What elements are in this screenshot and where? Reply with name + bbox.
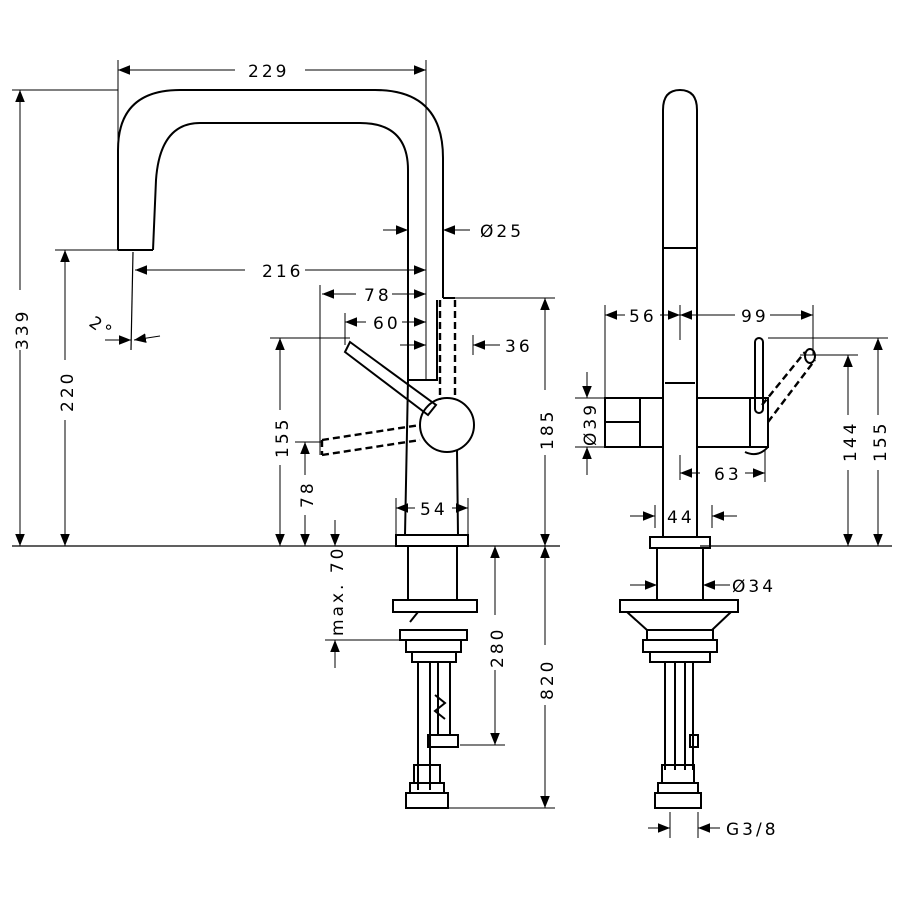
dim-diameter-34: Ø34 bbox=[732, 577, 776, 597]
dim-36: 36 bbox=[505, 337, 533, 357]
dim-63: 63 bbox=[714, 465, 742, 485]
dim-99: 99 bbox=[741, 307, 769, 327]
dim-diameter-25: Ø25 bbox=[480, 222, 524, 242]
dim-60: 60 bbox=[373, 314, 401, 334]
dim-56: 56 bbox=[629, 307, 657, 327]
dim-155-lever: 155 bbox=[273, 417, 293, 458]
dim-78-lever-low: 78 bbox=[298, 480, 318, 508]
front-view-faucet bbox=[604, 88, 816, 809]
dim-820: 820 bbox=[538, 659, 558, 700]
dim-144: 144 bbox=[841, 421, 861, 462]
dim-220: 220 bbox=[58, 371, 78, 412]
dim-44: 44 bbox=[667, 508, 695, 528]
dim-155-front: 155 bbox=[871, 421, 891, 462]
dim-54: 54 bbox=[420, 500, 448, 520]
side-view-faucet bbox=[117, 89, 478, 809]
dim-78-lever-reach: 78 bbox=[364, 286, 392, 306]
dim-280: 280 bbox=[488, 627, 508, 668]
dim-229: 229 bbox=[248, 62, 289, 82]
front-view-dimensions: 56 99 Ø39 63 144 155 44 Ø34 G3/8 bbox=[575, 305, 891, 840]
dim-max-70: max. 70 bbox=[328, 546, 348, 636]
dim-216: 216 bbox=[262, 262, 303, 282]
dim-diameter-39: Ø39 bbox=[581, 402, 601, 446]
dim-g3-8: G3/8 bbox=[726, 820, 779, 840]
dim-339: 339 bbox=[13, 309, 33, 350]
dim-185: 185 bbox=[538, 409, 558, 450]
dim-angle-2: 2° bbox=[85, 313, 117, 344]
side-view-dimensions: 229 Ø25 216 78 60 36 339 220 155 78 max.… bbox=[12, 60, 558, 809]
